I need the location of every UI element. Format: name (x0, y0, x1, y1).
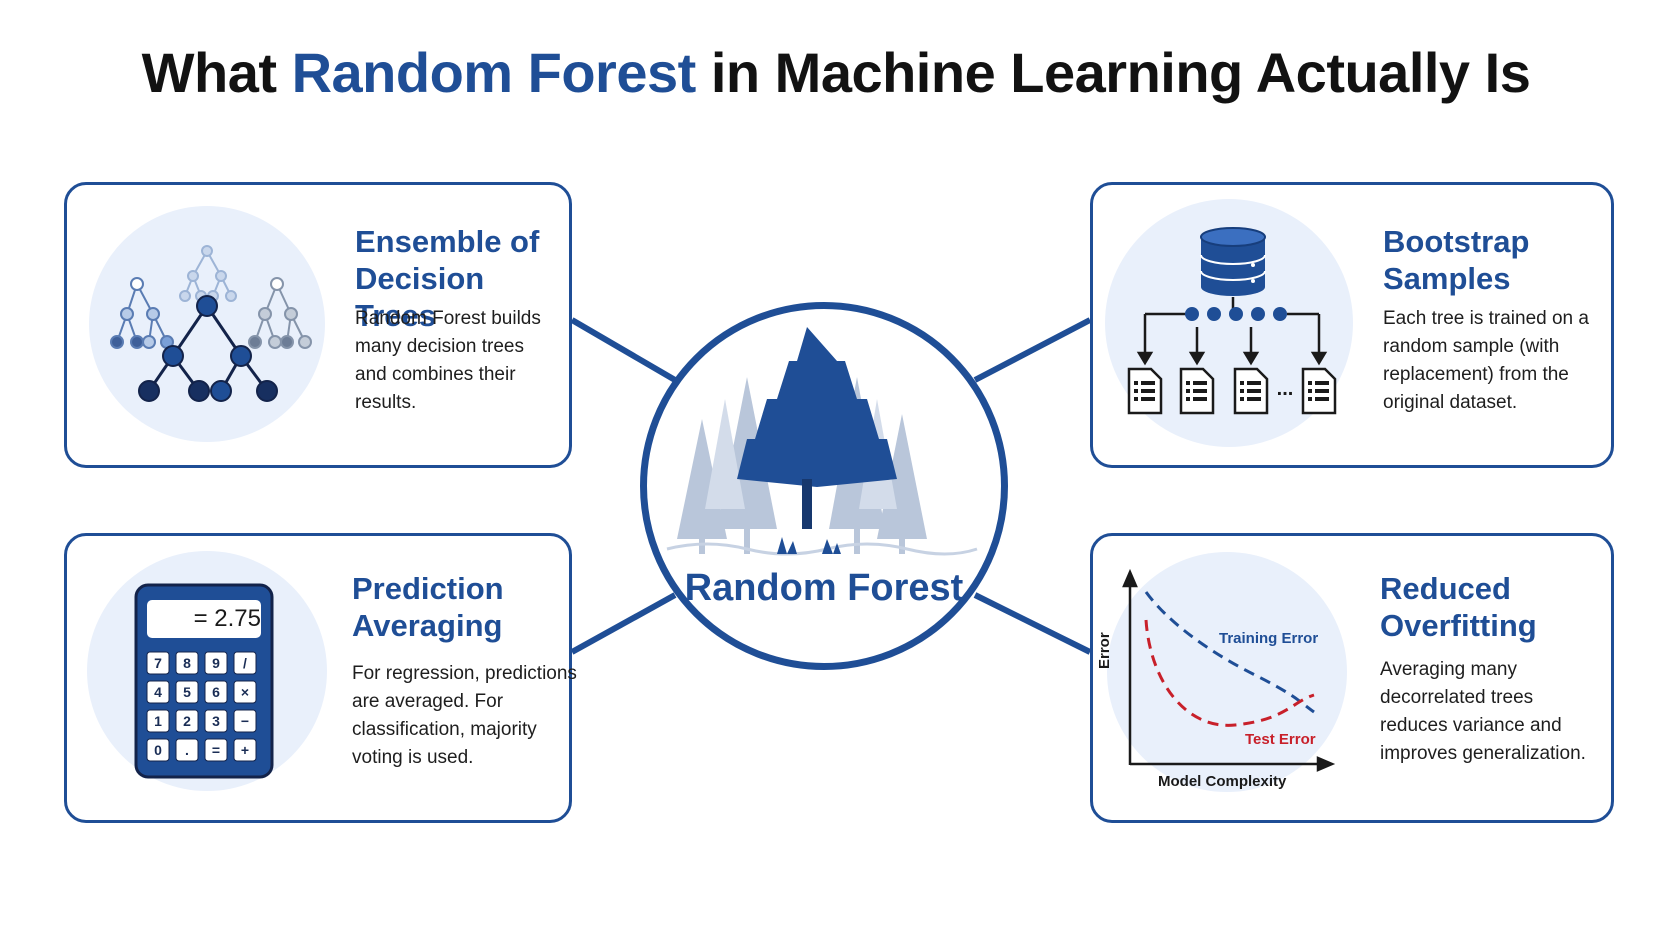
title-prefix: What (141, 41, 292, 104)
bootstrap-sampling-icon: ... (1105, 199, 1353, 447)
calculator-key: 9 (212, 655, 220, 671)
calculator-key: 7 (154, 655, 162, 671)
bootstrap-card: ... Bootstrap Samples Each tree is train… (1090, 182, 1614, 468)
body-line: replacement) from the (1383, 364, 1569, 385)
forest-icon (666, 327, 978, 556)
body-line: Random Forest builds (355, 308, 541, 329)
x-axis-label: Model Complexity (1158, 773, 1287, 790)
calculator-key: + (240, 742, 250, 758)
calculator-key: . (185, 742, 189, 758)
calculator-key: 3 (212, 713, 220, 729)
body-line: original dataset. (1383, 392, 1518, 413)
calculator-key: 1 (154, 713, 162, 729)
ensemble-description: Random Forest builds many decision trees… (355, 305, 541, 417)
ellipsis-label: ... (1277, 378, 1294, 400)
overfitting-disc (1107, 552, 1347, 792)
body-line: results. (355, 392, 417, 413)
ensemble-title-line-2: Decision Trees (355, 261, 485, 333)
y-axis-label: Error (1096, 632, 1113, 669)
test-error-label: Test Error (1245, 731, 1316, 748)
body-line: voting is used. (352, 747, 474, 768)
body-line: are averaged. For (352, 691, 504, 712)
averaging-title: Prediction Averaging (352, 570, 504, 644)
calculator-key: 8 (183, 655, 191, 671)
calculator-key: × (240, 684, 250, 700)
calculator-display: = 2.75 (193, 605, 261, 632)
overfitting-description: Averaging many decorrelated trees reduce… (1380, 656, 1586, 768)
overfitting-title-line-1: Reduced (1380, 571, 1511, 606)
calculator-key: 2 (183, 713, 191, 729)
decision-trees-icon (89, 206, 325, 442)
ensemble-card: Ensemble of Decision Trees Random Forest… (64, 182, 572, 468)
overfitting-title-line-2: Overfitting (1380, 608, 1537, 643)
body-line: random sample (with (1383, 336, 1560, 357)
body-line: classification, majority (352, 719, 537, 740)
body-line: reduces variance and (1380, 715, 1562, 736)
bootstrap-title-line-1: Bootstrap (1383, 224, 1530, 259)
bootstrap-title: Bootstrap Samples (1383, 223, 1529, 297)
calculator-key: − (240, 713, 250, 729)
averaging-description: For regression, predictions are averaged… (352, 660, 577, 772)
body-line: and combines their (355, 364, 516, 385)
calculator-key: 4 (154, 684, 162, 700)
bootstrap-title-line-2: Samples (1383, 261, 1511, 296)
hub-label: Random Forest (684, 567, 964, 609)
page-title: What Random Forest in Machine Learning A… (0, 40, 1672, 105)
body-line: For regression, predictions (352, 663, 577, 684)
calculator-key: = (211, 742, 221, 758)
body-line: many decision trees (355, 336, 524, 357)
title-suffix: in Machine Learning Actually Is (695, 41, 1531, 104)
overfitting-title: Reduced Overfitting (1380, 570, 1537, 644)
sample-document-icons (1127, 367, 1337, 415)
ensemble-title-line-1: Ensemble of (355, 224, 540, 259)
calculator-key: 6 (212, 684, 220, 700)
body-line: improves generalization. (1380, 743, 1586, 764)
training-error-label: Training Error (1219, 630, 1319, 647)
calculator-key: / (243, 655, 247, 671)
ensemble-title: Ensemble of Decision Trees (355, 223, 569, 334)
calculator-key: 5 (183, 684, 191, 700)
body-line: Each tree is trained on a (1383, 308, 1589, 329)
averaging-title-line-1: Prediction (352, 571, 504, 606)
database-icon (1200, 227, 1266, 296)
title-accent: Random Forest (291, 41, 697, 104)
calculator-key: 0 (154, 742, 162, 758)
averaging-title-line-2: Averaging (352, 608, 503, 643)
bootstrap-description: Each tree is trained on a random sample … (1383, 305, 1589, 417)
random-forest-hub: Random Forest (640, 302, 1008, 670)
body-line: decorrelated trees (1380, 687, 1534, 708)
body-line: Averaging many (1380, 659, 1517, 680)
